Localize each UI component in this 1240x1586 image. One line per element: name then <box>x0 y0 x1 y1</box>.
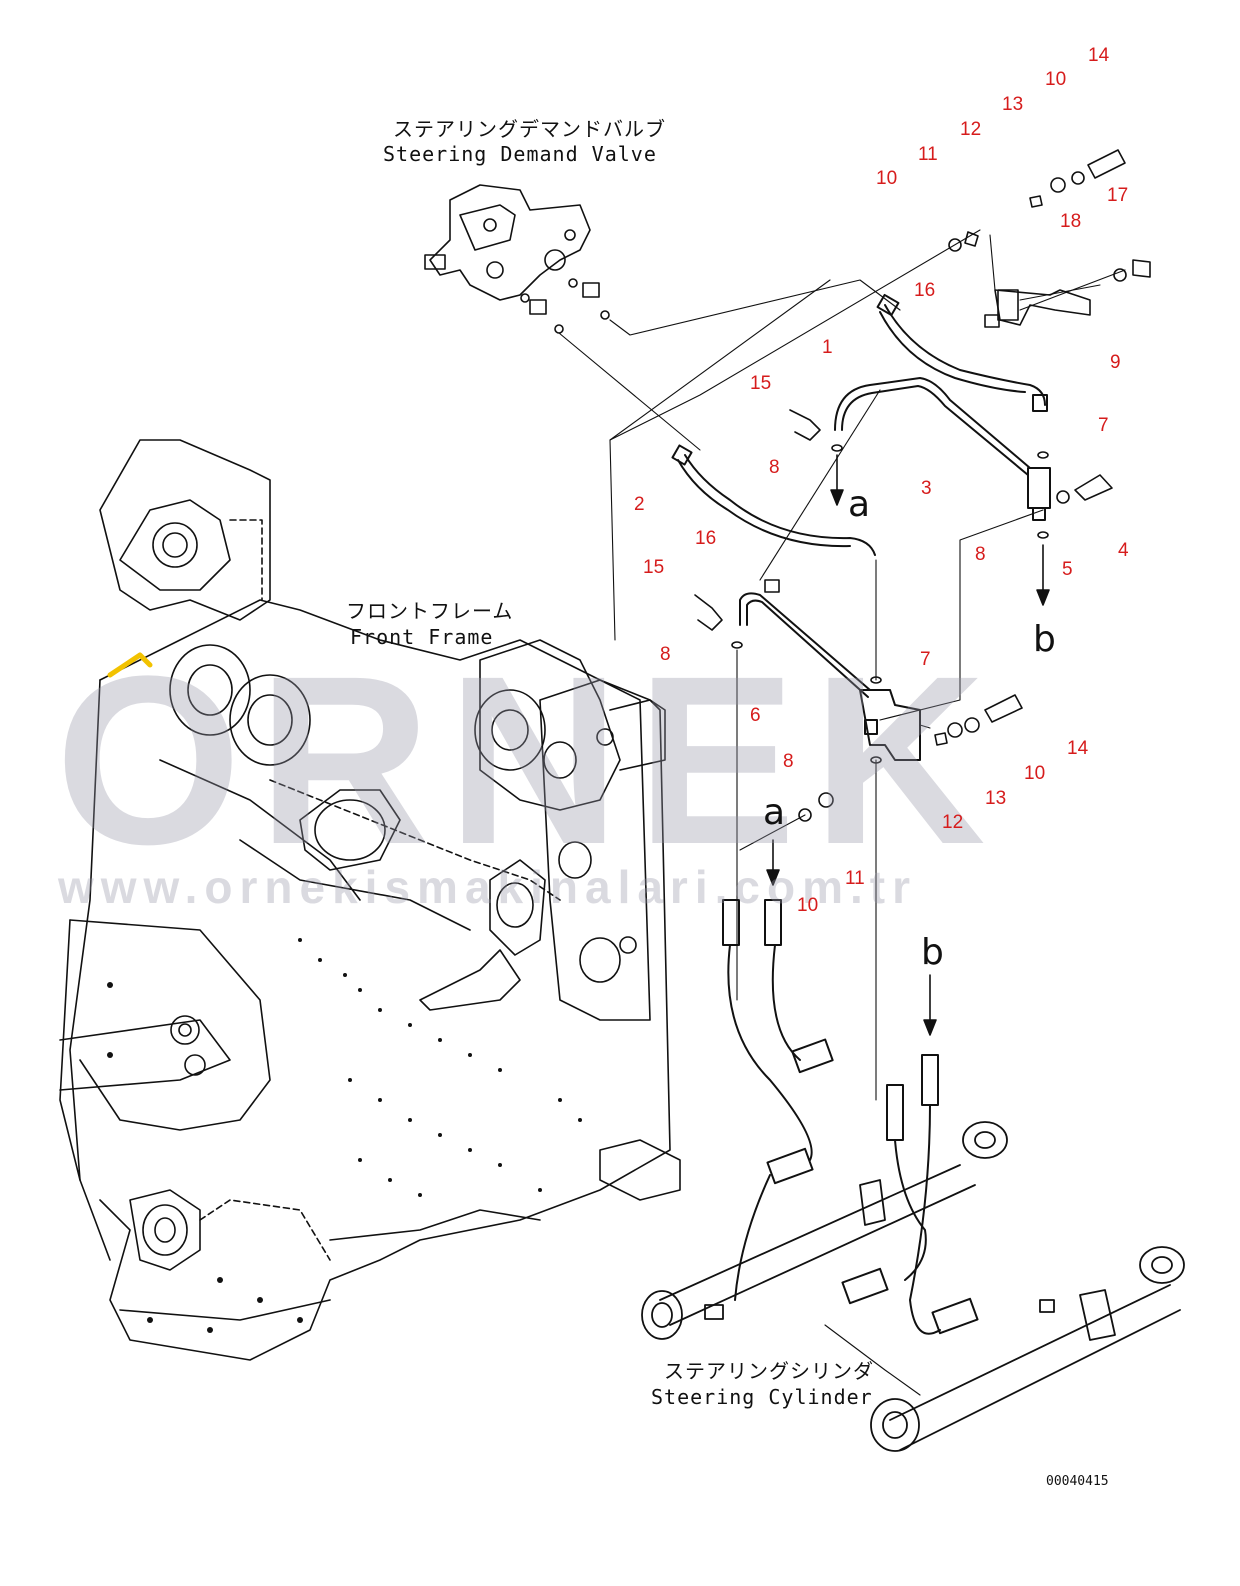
callout: 1 <box>822 337 833 358</box>
callout: 8 <box>975 544 986 565</box>
watermark-url: www.ornekismakinalari.com.tr <box>58 861 917 913</box>
callout: 11 <box>918 144 938 165</box>
callout: 11 <box>845 868 865 889</box>
front-frame-label-jp: フロントフレーム <box>346 599 514 623</box>
arrow-label-b-upper: b <box>1033 619 1056 660</box>
callout: 14 <box>1088 45 1110 66</box>
callout: 18 <box>1060 211 1082 232</box>
callout: 8 <box>660 644 671 665</box>
front-frame-label-en: Front Frame <box>350 625 494 649</box>
arrow-label-a-upper: a <box>848 484 871 525</box>
arrow-label-a-lower: a <box>763 792 786 833</box>
callout: 16 <box>695 528 717 549</box>
hose-2 <box>671 444 876 556</box>
callout: 10 <box>876 168 898 189</box>
tube-3 <box>834 377 1051 521</box>
steering-cylinder-1 <box>641 1121 1008 1340</box>
callout: 15 <box>750 373 772 394</box>
lower-hoses <box>722 899 979 1335</box>
bracket-9 <box>994 289 1091 326</box>
steering-demand-valve-drawing <box>424 184 901 451</box>
steering-cylinder-label-jp: ステアリングシリンダ <box>664 1359 874 1383</box>
callout: 2 <box>634 494 645 515</box>
callout: 16 <box>914 280 936 301</box>
front-frame-drawing <box>59 439 681 1361</box>
demand-valve-label-en: Steering Demand Valve <box>383 142 657 166</box>
watermark-brand: ORNEK <box>55 626 1002 894</box>
arrow-label-b-lower: b <box>921 932 944 973</box>
callout: 3 <box>921 478 932 499</box>
callout: 15 <box>643 557 665 578</box>
callout: 17 <box>1107 185 1129 206</box>
flow-arrows <box>766 454 1050 1036</box>
callout: 8 <box>769 457 780 478</box>
leader-lines <box>609 229 1126 1101</box>
callout: 7 <box>920 649 931 670</box>
tube-6 <box>739 592 921 761</box>
demand-valve-label-jp: ステアリングデマンドバルブ <box>393 117 666 141</box>
hardware <box>731 149 1151 822</box>
steering-cylinder-2 <box>824 1246 1185 1452</box>
callout: 7 <box>1098 415 1109 436</box>
callout: 12 <box>960 119 982 140</box>
callout: 12 <box>942 812 964 833</box>
callout: 9 <box>1110 352 1121 373</box>
callout: 10 <box>797 895 819 916</box>
callout: 10 <box>1045 69 1067 90</box>
steering-cylinder-label-en: Steering Cylinder <box>651 1385 873 1409</box>
callout: 4 <box>1118 540 1129 561</box>
drawing-number: 00040415 <box>1046 1474 1109 1489</box>
callout: 13 <box>985 788 1007 809</box>
hose-1 <box>876 293 1048 412</box>
callout: 10 <box>1024 763 1046 784</box>
clamps <box>694 314 1000 631</box>
callout: 14 <box>1067 738 1089 759</box>
callout: 6 <box>750 705 761 726</box>
callout: 5 <box>1062 559 1073 580</box>
callout: 8 <box>783 751 794 772</box>
callout: 13 <box>1002 94 1024 115</box>
